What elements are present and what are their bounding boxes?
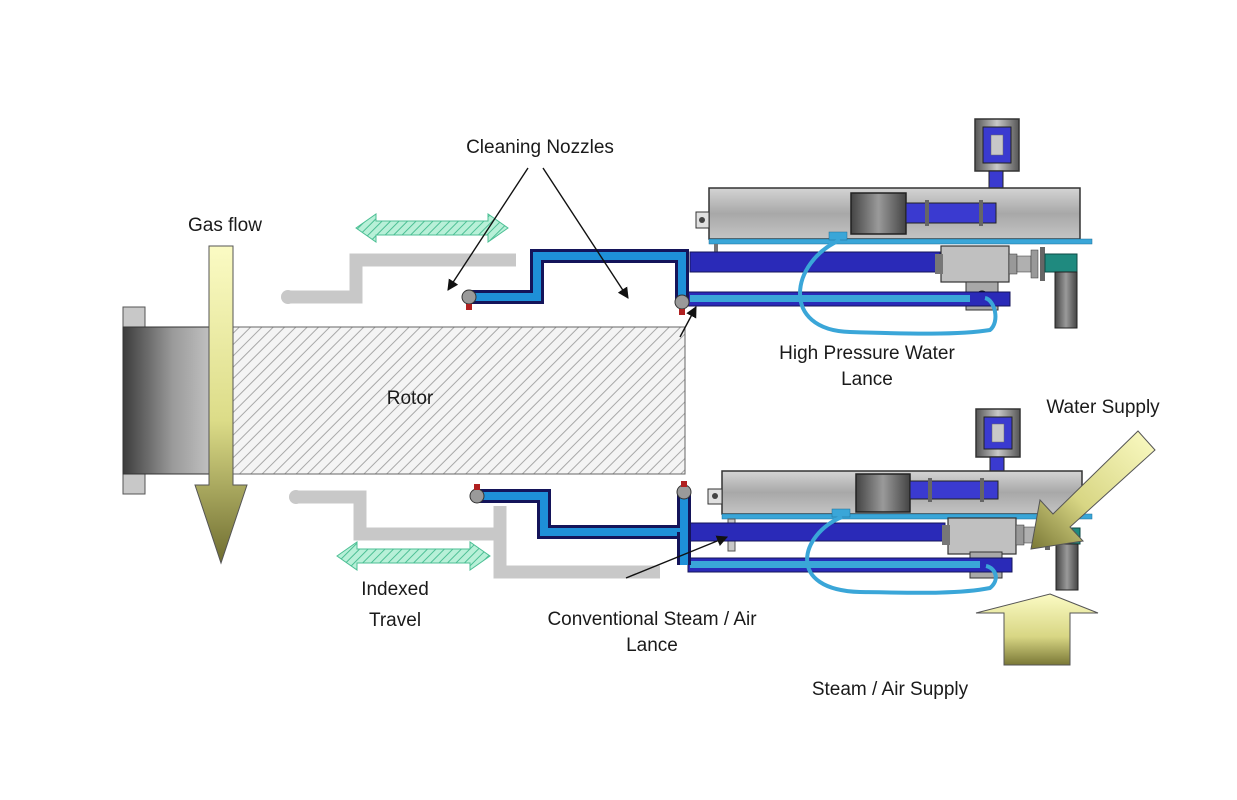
callout-lines <box>447 167 729 579</box>
rotor-label: Rotor <box>387 388 434 409</box>
water-supply-arrow <box>1030 430 1156 550</box>
ghost-lance-bottom <box>289 490 660 579</box>
hp-water-lance <box>461 118 1093 336</box>
steam-air-supply-arrow <box>975 593 1099 666</box>
cleaning-nozzles-label: Cleaning Nozzles <box>466 137 614 158</box>
gas-flow-label: Gas flow <box>188 215 262 236</box>
water-supply-label: Water Supply <box>1046 397 1160 418</box>
indexed-travel-arrow-top <box>355 213 509 243</box>
steam-air-lance-label-line2: Lance <box>626 635 678 656</box>
hp-water-lance-label-line2: Lance <box>841 369 893 390</box>
rotor-body <box>232 326 686 475</box>
indexed-travel-label-line2: Travel <box>369 610 421 631</box>
gas-flow-arrow <box>194 245 248 565</box>
hp-water-lance-label-line1: High Pressure Water <box>779 343 955 364</box>
steam-air-lance <box>469 408 1093 595</box>
steam-air-supply-label: Steam / Air Supply <box>812 679 969 700</box>
steam-air-lance-label-line1: Conventional Steam / Air <box>547 609 757 630</box>
ghost-lance-top <box>281 253 516 304</box>
indexed-travel-arrow-bottom <box>336 541 491 571</box>
indexed-travel-label-line1: Indexed <box>361 579 429 600</box>
